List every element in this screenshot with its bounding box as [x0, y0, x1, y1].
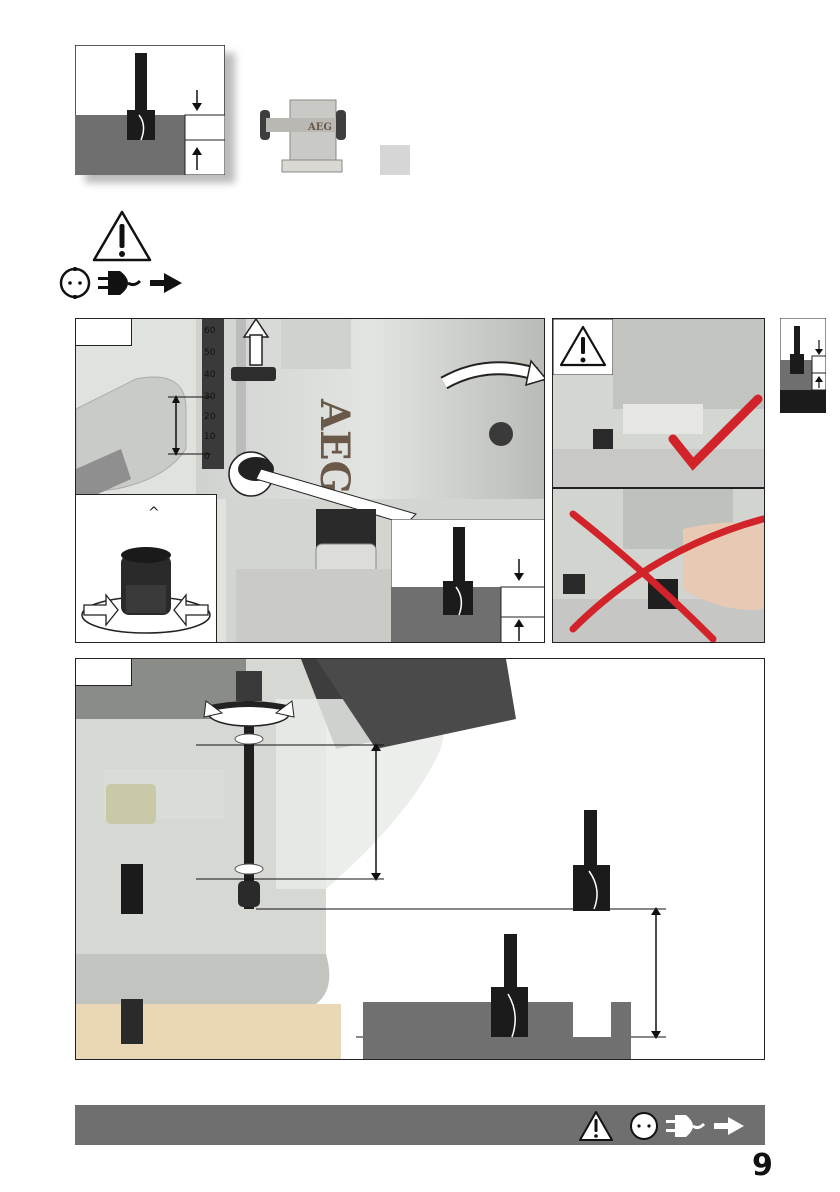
- figure-depth-stop: [75, 658, 765, 1060]
- figure-incorrect-handling: [552, 488, 765, 643]
- router-product-image: AEG: [252, 80, 352, 180]
- cut-depth-card: [75, 45, 225, 175]
- page-number: 9: [752, 1148, 773, 1183]
- warning-icon: [578, 1110, 614, 1142]
- router-brand-small: AEG: [307, 122, 332, 133]
- warning-icon: [92, 210, 152, 262]
- socket-icon: [61, 267, 89, 299]
- scale-tick: 20: [204, 412, 216, 422]
- footer-unplug-group: [628, 1110, 758, 1142]
- cut-depth-diagram: [75, 45, 225, 175]
- lock-knob-inset: ^: [76, 494, 217, 643]
- warning-icon: [553, 319, 613, 375]
- router-brand-logo: AEG: [311, 398, 358, 495]
- socket-icon: [631, 1113, 657, 1139]
- knob-turn-diagram: [76, 515, 216, 643]
- figure-correct-handling: [552, 318, 765, 488]
- figure-number-tab: [76, 659, 132, 686]
- accessory-part-image: [380, 145, 410, 175]
- plug-icon: [666, 1115, 704, 1137]
- scale-tick: 50: [204, 348, 216, 358]
- cut-depth-diagram-small: [391, 519, 545, 643]
- incorrect-handling-illustration: [553, 489, 765, 643]
- depth-stop-illustration: [76, 659, 765, 1060]
- arrow-icon: [714, 1117, 744, 1135]
- scale-tick: 40: [204, 370, 216, 380]
- unplug-icon-group: [58, 265, 188, 301]
- figure-depth-adjust: AEG 60 50 40 30 20 10 0 ^: [75, 318, 545, 643]
- plug-icon: [98, 271, 140, 295]
- scale-tick: 60: [204, 326, 216, 336]
- figure-number-tab: [76, 319, 132, 346]
- arrow-icon: [150, 273, 182, 293]
- side-cut-depth-tab: [780, 318, 826, 413]
- scale-tick: 10: [204, 432, 216, 442]
